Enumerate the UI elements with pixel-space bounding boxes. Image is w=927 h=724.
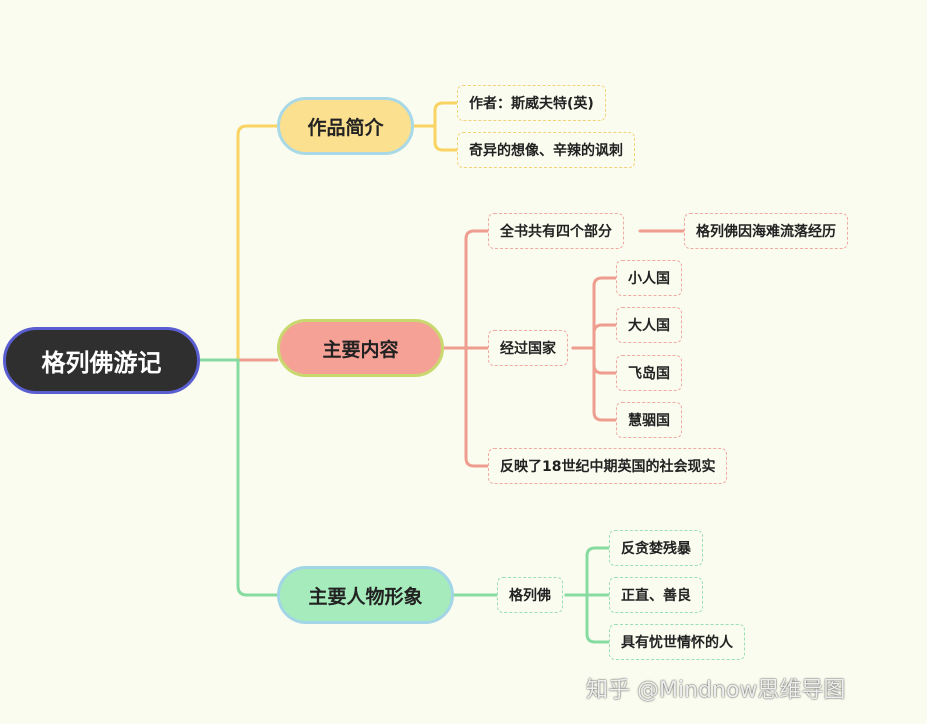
connector-country-4	[571, 346, 618, 422]
branch-intro[interactable]: 作品简介	[277, 97, 414, 155]
connector-content-parts	[442, 229, 490, 350]
country-houyhnhnm[interactable]: 慧骃国	[616, 402, 682, 438]
country-lilliput[interactable]: 小人国	[616, 260, 682, 296]
connector-country-1	[571, 276, 618, 350]
connector-trait-3	[564, 593, 611, 644]
trait-concern-world[interactable]: 具有忧世情怀的人	[609, 624, 745, 660]
connector-country-2	[571, 323, 618, 350]
content-countries[interactable]: 经过国家	[488, 330, 568, 366]
connector-intro-author	[412, 101, 459, 128]
content-reflection[interactable]: 反映了18世纪中期英国的社会现实	[488, 448, 728, 484]
trait-upright-kind[interactable]: 正直、善良	[609, 577, 703, 613]
country-laputa[interactable]: 飞岛国	[616, 355, 682, 391]
connector-trait-1	[564, 546, 611, 597]
country-brobdingnag[interactable]: 大人国	[616, 307, 682, 343]
connector-intro-style	[412, 124, 459, 152]
intro-style[interactable]: 奇异的想像、辛辣的讽刺	[457, 132, 635, 168]
connector-root-intro	[198, 124, 279, 362]
content-parts[interactable]: 全书共有四个部分	[488, 213, 624, 249]
content-parts-detail[interactable]: 格列佛因海难流落经历	[684, 213, 848, 249]
intro-author[interactable]: 作者：斯威夫特(英)	[457, 85, 606, 121]
connector-content-reflection	[442, 346, 490, 468]
character-gulliver[interactable]: 格列佛	[497, 577, 563, 613]
root-topic[interactable]: 格列佛游记	[3, 327, 200, 394]
branch-content[interactable]: 主要内容	[277, 319, 444, 377]
branch-characters[interactable]: 主要人物形象	[277, 566, 454, 624]
watermark: 知乎 @Mindnow思维导图	[586, 678, 846, 703]
trait-anti-greed[interactable]: 反贪婪残暴	[609, 530, 703, 566]
connector-root-characters	[198, 358, 279, 597]
